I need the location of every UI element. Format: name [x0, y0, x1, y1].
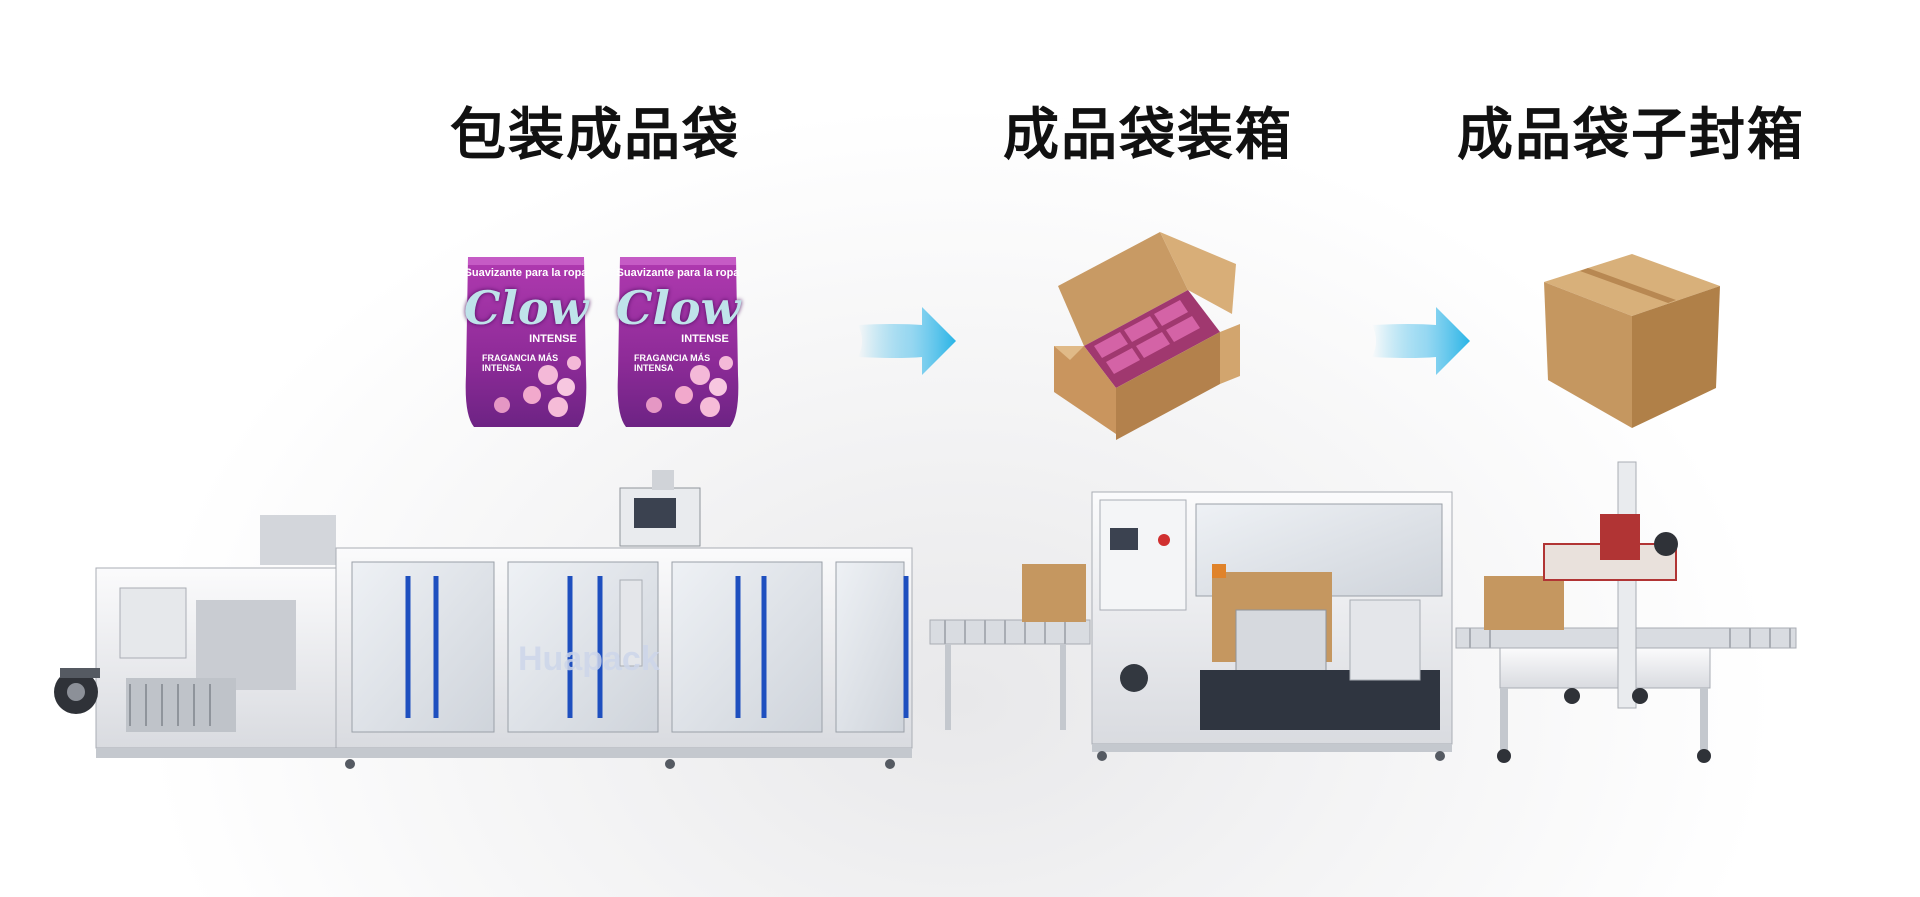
infeed-roller-conveyor [929, 564, 1091, 730]
right-arrow-icon [1372, 307, 1470, 375]
product-pouch: Suavizante para la ropa Clow INTENSE FRA… [462, 255, 590, 429]
right-arrow-icon [858, 307, 956, 375]
pouch-image [465, 257, 587, 427]
pouch-image [617, 257, 739, 427]
carton-sealing-machine [1455, 461, 1797, 763]
step-title-boxing: 成品袋装箱 [1003, 103, 1293, 168]
pouch-brand: Clow [463, 281, 589, 335]
pouch-variant: INTENSE [529, 333, 577, 345]
step-title-pouch-packing: 包装成品袋 [450, 103, 740, 168]
machine-watermark: Huapack [518, 640, 660, 678]
pouch-variant: INTENSE [681, 333, 729, 345]
pouch-fragrance: FRAGANCIA MÁS INTENSA [482, 353, 559, 373]
case-packing-machine [1091, 491, 1453, 761]
pouch-tagline: Suavizante para la ropa [616, 267, 740, 279]
pouch-brand: Clow [615, 281, 741, 335]
pouch-tagline: Suavizante para la ropa [464, 267, 588, 279]
open-carton-with-pouches [1054, 232, 1240, 440]
pouch-fragrance: FRAGANCIA MÁS INTENSA [634, 353, 711, 373]
sealed-carton [1544, 254, 1720, 428]
pouch-packing-machine: Huapack [54, 470, 913, 769]
step-title-carton-sealing: 成品袋子封箱 [1457, 103, 1805, 168]
product-pouch: Suavizante para la ropa Clow INTENSE FRA… [614, 255, 742, 429]
packaging-production-line: Huapack [54, 461, 1797, 769]
